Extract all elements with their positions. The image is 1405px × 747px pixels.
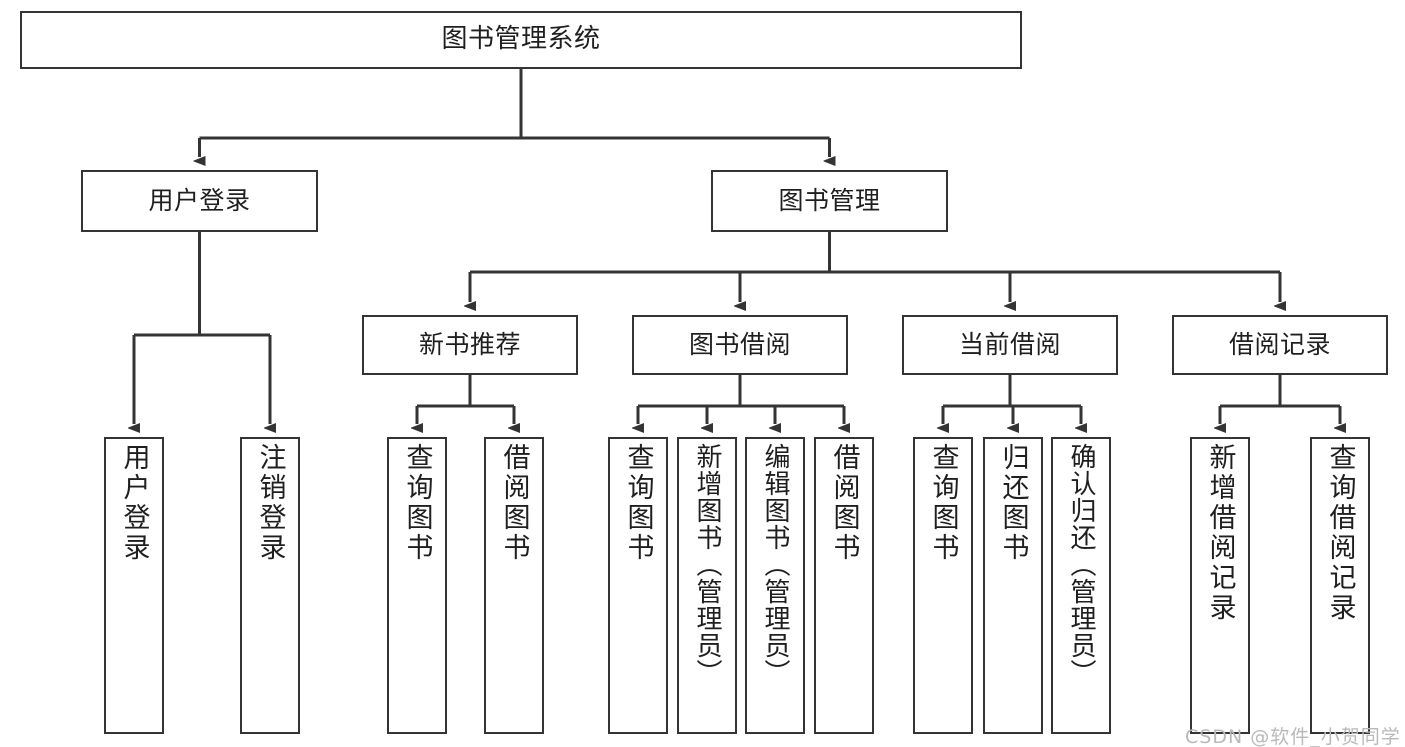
leaf-user-login[interactable]: 用户登录 bbox=[104, 437, 164, 734]
node-new-book-recommend[interactable]: 新书推荐 bbox=[362, 315, 578, 375]
leaf-confirm-return[interactable]: 确认归还（管理员） bbox=[1051, 437, 1111, 734]
leaf-query-record[interactable]: 查询借阅记录 bbox=[1310, 437, 1370, 734]
leaf-query-book-rec[interactable]: 查询图书 bbox=[387, 437, 447, 734]
node-book-borrow[interactable]: 图书借阅 bbox=[632, 315, 848, 375]
leaf-query-book-label: 查询图书 bbox=[622, 443, 654, 563]
leaf-user-logout[interactable]: 注销登录 bbox=[240, 437, 300, 734]
leaf-edit-book-label: 编辑图书（管理员） bbox=[760, 443, 790, 686]
leaf-add-record[interactable]: 新增借阅记录 bbox=[1190, 437, 1250, 734]
node-root-label: 图书管理系统 bbox=[441, 24, 601, 55]
node-borrow-record[interactable]: 借阅记录 bbox=[1172, 315, 1388, 375]
leaf-borrow-book-rec-label: 借阅图书 bbox=[498, 443, 530, 563]
leaf-borrow-book-label: 借阅图书 bbox=[828, 443, 860, 563]
leaf-query-book[interactable]: 查询图书 bbox=[608, 437, 668, 734]
watermark-text: CSDN @软件_小贺同学 bbox=[1185, 726, 1401, 747]
leaf-confirm-return-label: 确认归还（管理员） bbox=[1066, 443, 1096, 686]
leaf-edit-book[interactable]: 编辑图书（管理员） bbox=[745, 437, 805, 734]
node-user-login[interactable]: 用户登录 bbox=[81, 170, 318, 232]
node-current-borrow[interactable]: 当前借阅 bbox=[902, 315, 1118, 375]
leaf-query-record-label: 查询借阅记录 bbox=[1324, 443, 1356, 623]
node-book-management[interactable]: 图书管理 bbox=[711, 170, 948, 232]
leaf-query-book-rec-label: 查询图书 bbox=[401, 443, 433, 563]
node-new-book-recommend-label: 新书推荐 bbox=[418, 330, 521, 359]
leaf-add-book[interactable]: 新增图书（管理员） bbox=[677, 437, 737, 734]
node-root[interactable]: 图书管理系统 bbox=[20, 11, 1022, 69]
leaf-user-login-label: 用户登录 bbox=[118, 443, 150, 563]
leaf-user-logout-label: 注销登录 bbox=[254, 443, 286, 563]
leaf-return-book-label: 归还图书 bbox=[997, 443, 1029, 563]
leaf-add-book-label: 新增图书（管理员） bbox=[692, 443, 722, 686]
node-current-borrow-label: 当前借阅 bbox=[958, 330, 1061, 359]
node-borrow-record-label: 借阅记录 bbox=[1228, 330, 1331, 359]
leaf-query-book-cur[interactable]: 查询图书 bbox=[913, 437, 973, 734]
node-book-management-label: 图书管理 bbox=[778, 186, 881, 215]
leaf-borrow-book-rec[interactable]: 借阅图书 bbox=[484, 437, 544, 734]
node-user-login-label: 用户登录 bbox=[148, 186, 251, 215]
leaf-return-book[interactable]: 归还图书 bbox=[983, 437, 1043, 734]
leaf-borrow-book[interactable]: 借阅图书 bbox=[814, 437, 874, 734]
leaf-add-record-label: 新增借阅记录 bbox=[1204, 443, 1236, 623]
leaf-query-book-cur-label: 查询图书 bbox=[927, 443, 959, 563]
node-book-borrow-label: 图书借阅 bbox=[688, 330, 791, 359]
